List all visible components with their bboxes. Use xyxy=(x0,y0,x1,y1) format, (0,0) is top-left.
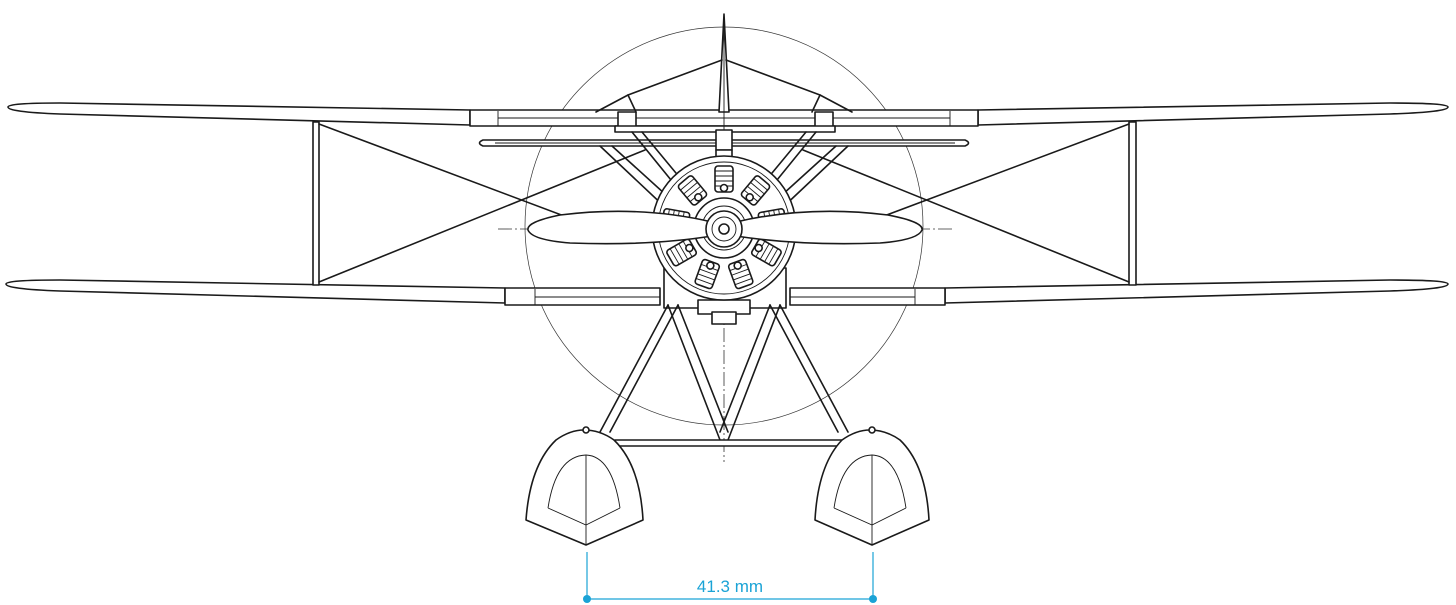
dimension-endpoint-left xyxy=(583,595,591,603)
lower-wing xyxy=(5,279,1449,306)
engine-cylinder xyxy=(714,165,734,193)
engine-cylinder xyxy=(677,175,708,206)
engine-cylinder xyxy=(727,258,754,290)
engine-cylinder xyxy=(694,258,721,290)
engine-cylinder xyxy=(740,175,771,206)
left-float xyxy=(525,426,644,546)
horizontal-tail xyxy=(595,59,853,113)
vertical-fin xyxy=(715,13,733,151)
upper-wing xyxy=(7,102,1449,128)
interplane-struts xyxy=(312,121,1137,286)
dimension-label: 41.3 mm xyxy=(697,577,763,596)
right-float xyxy=(814,426,930,546)
engine-cylinder xyxy=(750,238,782,267)
propeller-blades xyxy=(527,210,923,248)
float-spacing-dimension: 41.3 mm xyxy=(583,552,877,603)
engine-cylinder xyxy=(666,238,698,267)
dimension-endpoint-right xyxy=(869,595,877,603)
